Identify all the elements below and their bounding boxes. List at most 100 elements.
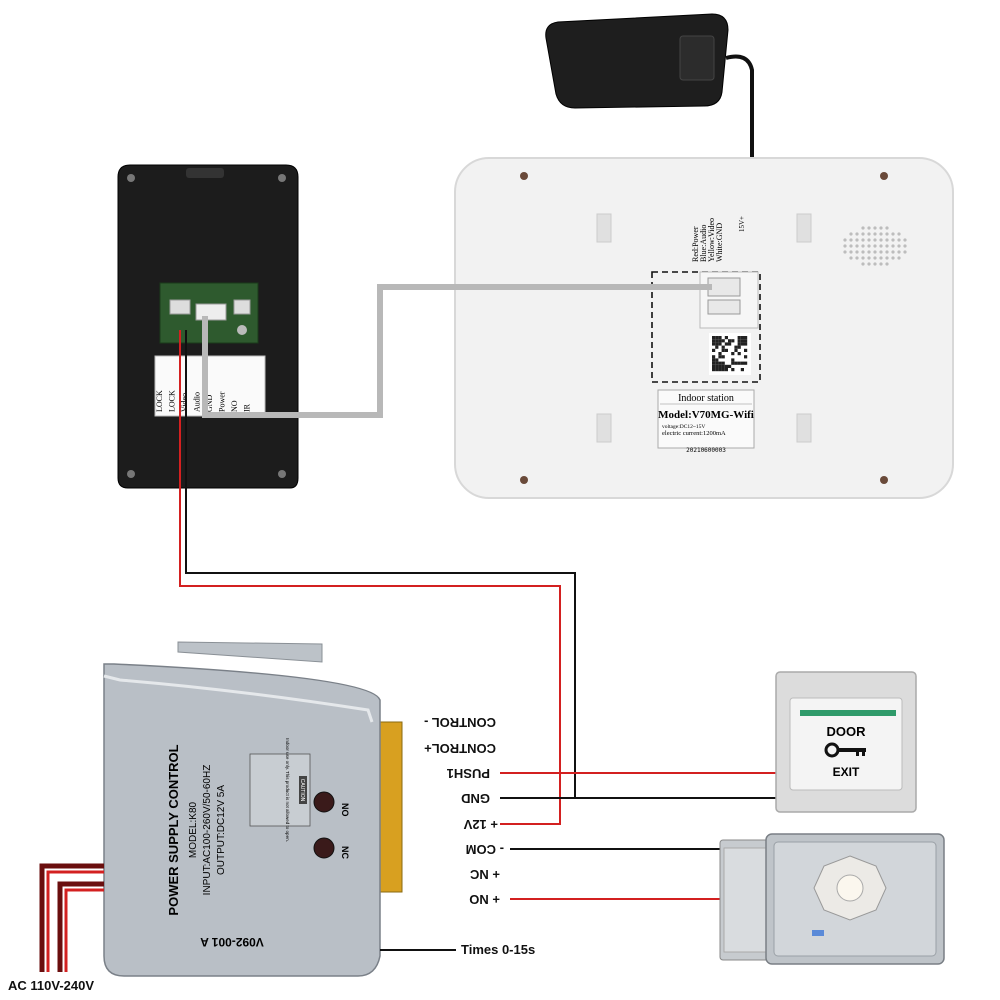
sticker-model: Model:V70MG-Wifi (658, 409, 754, 421)
terminal-label: Red:Power (691, 226, 700, 262)
psu-brand: POWER SUPPLY CONTROL (166, 744, 181, 915)
grill-hole (867, 232, 871, 236)
caution-box: CAUTION Indoor use only. This product is… (249, 738, 311, 842)
qr-module (728, 364, 732, 368)
qr-module (718, 364, 722, 368)
qr-module (715, 336, 719, 340)
grill-hole (873, 238, 877, 242)
connector-icon (169, 299, 191, 315)
grill-hole (873, 256, 877, 260)
panel-label-line: IR (243, 403, 252, 412)
grill-hole (861, 250, 865, 254)
wire-lock-red (179, 330, 561, 825)
terminal-labels: Red:Power Blue:Audio Yellow:Video White:… (691, 218, 724, 262)
mount-slot (796, 413, 812, 443)
knob-icon (813, 855, 887, 921)
qr-module (737, 352, 741, 356)
grill-hole (885, 244, 889, 248)
qr-module (712, 348, 716, 352)
grill-hole (867, 238, 871, 242)
exit-indicator (800, 710, 896, 716)
terminal-label: White:GND (715, 223, 724, 262)
led-nc-label: NC (340, 846, 350, 859)
qr-module (712, 361, 716, 365)
power-supply: V092-001 A POWER SUPPLY CONTROL MODEL:K8… (103, 641, 403, 977)
qr-module (734, 361, 738, 365)
connector-icon (707, 277, 741, 297)
terminal-label-no: + NO (469, 892, 500, 907)
panel-label-line: Video (180, 393, 189, 412)
connector-icon (233, 299, 251, 315)
qr-module (712, 364, 716, 368)
terminal-label: Blue:Audio (699, 225, 708, 262)
qr-module (744, 336, 748, 340)
qr-module (712, 368, 716, 372)
wires (179, 330, 790, 951)
terminal-label-nc: + NC (469, 867, 500, 882)
adapter-plug-face (679, 35, 715, 81)
grill-hole (879, 244, 883, 248)
grill-hole (861, 244, 865, 248)
grill-hole (879, 262, 883, 266)
grill-hole (855, 232, 859, 236)
grill-hole (885, 238, 889, 242)
panel-label (154, 355, 266, 417)
mount-slot (796, 213, 812, 243)
psu-mount-tab (177, 641, 323, 663)
electric-lock (719, 833, 945, 965)
grill-hole (891, 238, 895, 242)
grill-hole (855, 238, 859, 242)
grill-hole (861, 256, 865, 260)
qr-module (718, 336, 722, 340)
qr-module (740, 368, 744, 372)
grill-hole (861, 232, 865, 236)
grill-hole (873, 250, 877, 254)
grill-hole (843, 250, 847, 254)
qr-module (715, 339, 719, 343)
qr-module (737, 336, 741, 340)
qr-module (734, 348, 738, 352)
grill-hole (897, 244, 901, 248)
qr-module (718, 352, 722, 356)
qr-module (721, 364, 725, 368)
qr-module (744, 348, 748, 352)
qr-module (731, 339, 735, 343)
qr-module (721, 361, 725, 365)
model-sticker (657, 389, 755, 449)
grill-hole (903, 244, 907, 248)
qr-module (744, 361, 748, 365)
terminal-label-com: - COM (466, 842, 504, 857)
qr-module (718, 342, 722, 346)
grill-hole (867, 256, 871, 260)
exit-line2: EXIT (833, 765, 860, 779)
wire-lock-black (185, 330, 576, 799)
exit-line1: DOOR (827, 724, 867, 739)
grill-hole (897, 250, 901, 254)
sticker-current: electric current:1200mA (662, 430, 726, 437)
panel-slot (186, 168, 224, 178)
qr-module (721, 368, 725, 372)
qr-code-icon (709, 333, 751, 375)
grill-hole (849, 238, 853, 242)
grill-hole (873, 262, 877, 266)
qr-module (721, 355, 725, 359)
terminal-label-control-plus: CONTROL+ (424, 741, 496, 756)
connector-icon (707, 299, 741, 315)
psu-model-code: V092-001 A (200, 935, 264, 949)
qr-module (712, 336, 716, 340)
grill-hole (843, 244, 847, 248)
grill-hole (861, 226, 865, 230)
grill-hole (843, 238, 847, 242)
grill-hole (867, 244, 871, 248)
qr-module (731, 352, 735, 356)
grill-hole (885, 232, 889, 236)
grill-hole (867, 262, 871, 266)
qr-module (718, 355, 722, 359)
mount-slot (596, 413, 612, 443)
screw-icon (127, 470, 135, 478)
qr-module (712, 339, 716, 343)
qr-module (731, 358, 735, 362)
grill-hole (867, 250, 871, 254)
